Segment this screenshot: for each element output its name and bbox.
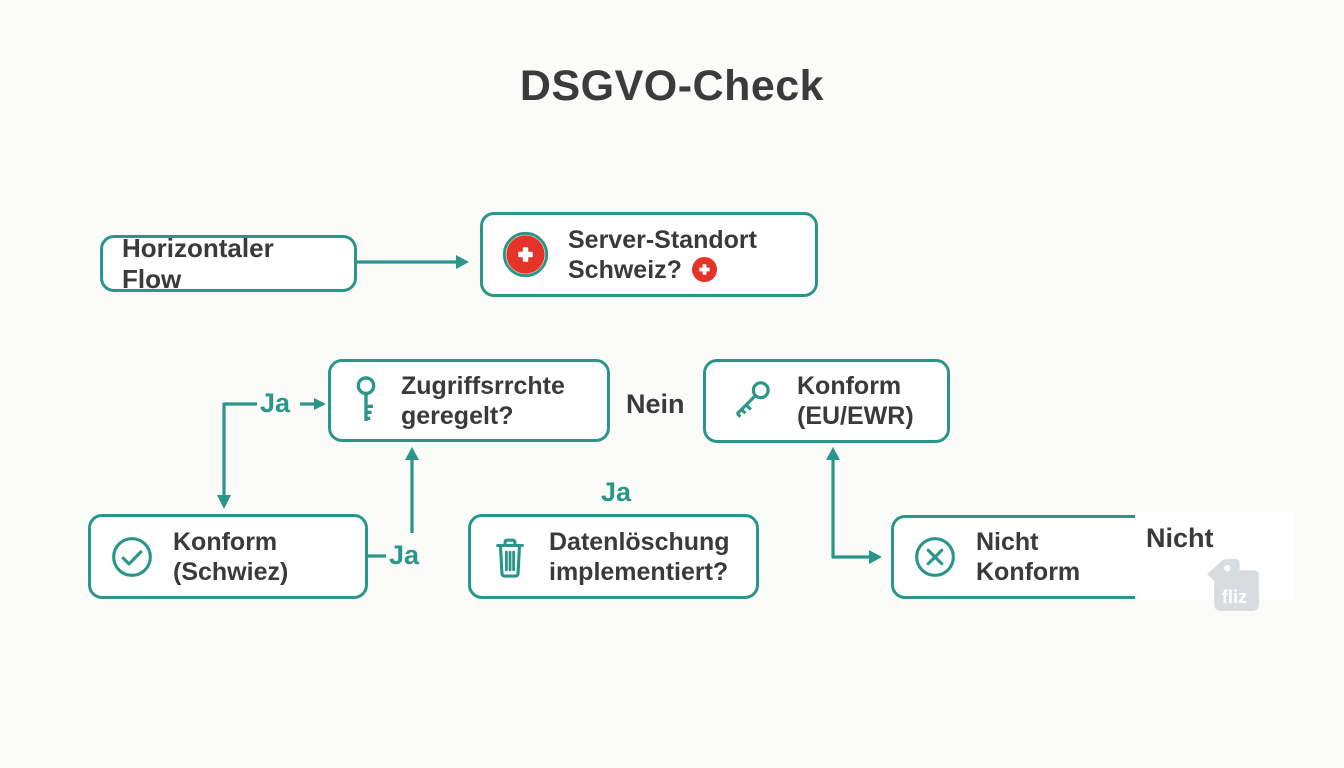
- key-diagonal-icon: [735, 381, 770, 418]
- node-label-line1: Zugriffsrrchte: [401, 371, 565, 400]
- trash-icon: [496, 538, 524, 578]
- arrow-ja-into-zugriffsrechte: [300, 398, 326, 410]
- page-title: DSGVO-Check: [519, 62, 825, 110]
- swiss-flag-icon: [502, 231, 549, 278]
- node-konform-schweiz: Konform (Schwiez): [88, 514, 368, 599]
- node-nicht-konform-clip: Nicht Konform: [891, 515, 1135, 599]
- node-nicht-konform: Nicht Konform: [891, 515, 1135, 599]
- swiss-flag-icon: [691, 256, 717, 283]
- node-label-line1: Server-Standort: [568, 225, 757, 254]
- node-label-line1: Datenlöschung: [549, 527, 730, 556]
- edge-label-ja-up: Ja: [389, 540, 420, 570]
- edge-label-ja-above-datenloeschung: Ja: [601, 477, 632, 507]
- arrow-flow-to-server: [357, 255, 469, 269]
- node-label-line2: Konform: [976, 558, 1081, 586]
- check-circle-icon: [112, 536, 152, 577]
- node-label-line2: implementiert?: [549, 557, 729, 586]
- arrow-ja-up-to-zugriffsrechte: [367, 447, 419, 558]
- arrow-ja-elbow-down: [217, 402, 257, 509]
- node-konform-eu: Konform (EU/EWR): [703, 359, 950, 443]
- node-label-line1: Konform: [173, 527, 278, 556]
- node-label-line2: Schweiz?: [568, 255, 682, 284]
- bird-logo-watermark: fliz: [1207, 559, 1259, 611]
- x-circle-icon: [915, 537, 955, 577]
- node-label-line2: geregelt?: [401, 401, 514, 430]
- key-icon: [356, 375, 376, 421]
- background-patch: [1133, 512, 1293, 600]
- node-label-line1: Nicht: [976, 528, 1039, 556]
- node-label: Horizontaler Flow: [122, 232, 274, 294]
- node-label-line2: (EU/EWR): [797, 402, 914, 430]
- node-server-standort: Server-Standort Schweiz?: [480, 212, 818, 297]
- edge-label-nein: Nein: [626, 389, 685, 419]
- node-label-line1: Konform: [797, 372, 902, 400]
- node-datenloeschung: Datenlöschung implementiert?: [468, 514, 759, 599]
- arrow-elbow-to-nicht-konform: [826, 447, 882, 564]
- node-label-line2: (Schwiez): [173, 557, 289, 586]
- edge-label-ja-left: Ja: [260, 388, 291, 418]
- node-zugriffsrechte: Zugriffsrrchte geregelt?: [328, 359, 610, 442]
- node-horizontaler-flow: Horizontaler Flow: [100, 232, 357, 294]
- edge-label-nicht: Nicht: [1146, 523, 1214, 553]
- watermark-text: fliz: [1222, 586, 1247, 607]
